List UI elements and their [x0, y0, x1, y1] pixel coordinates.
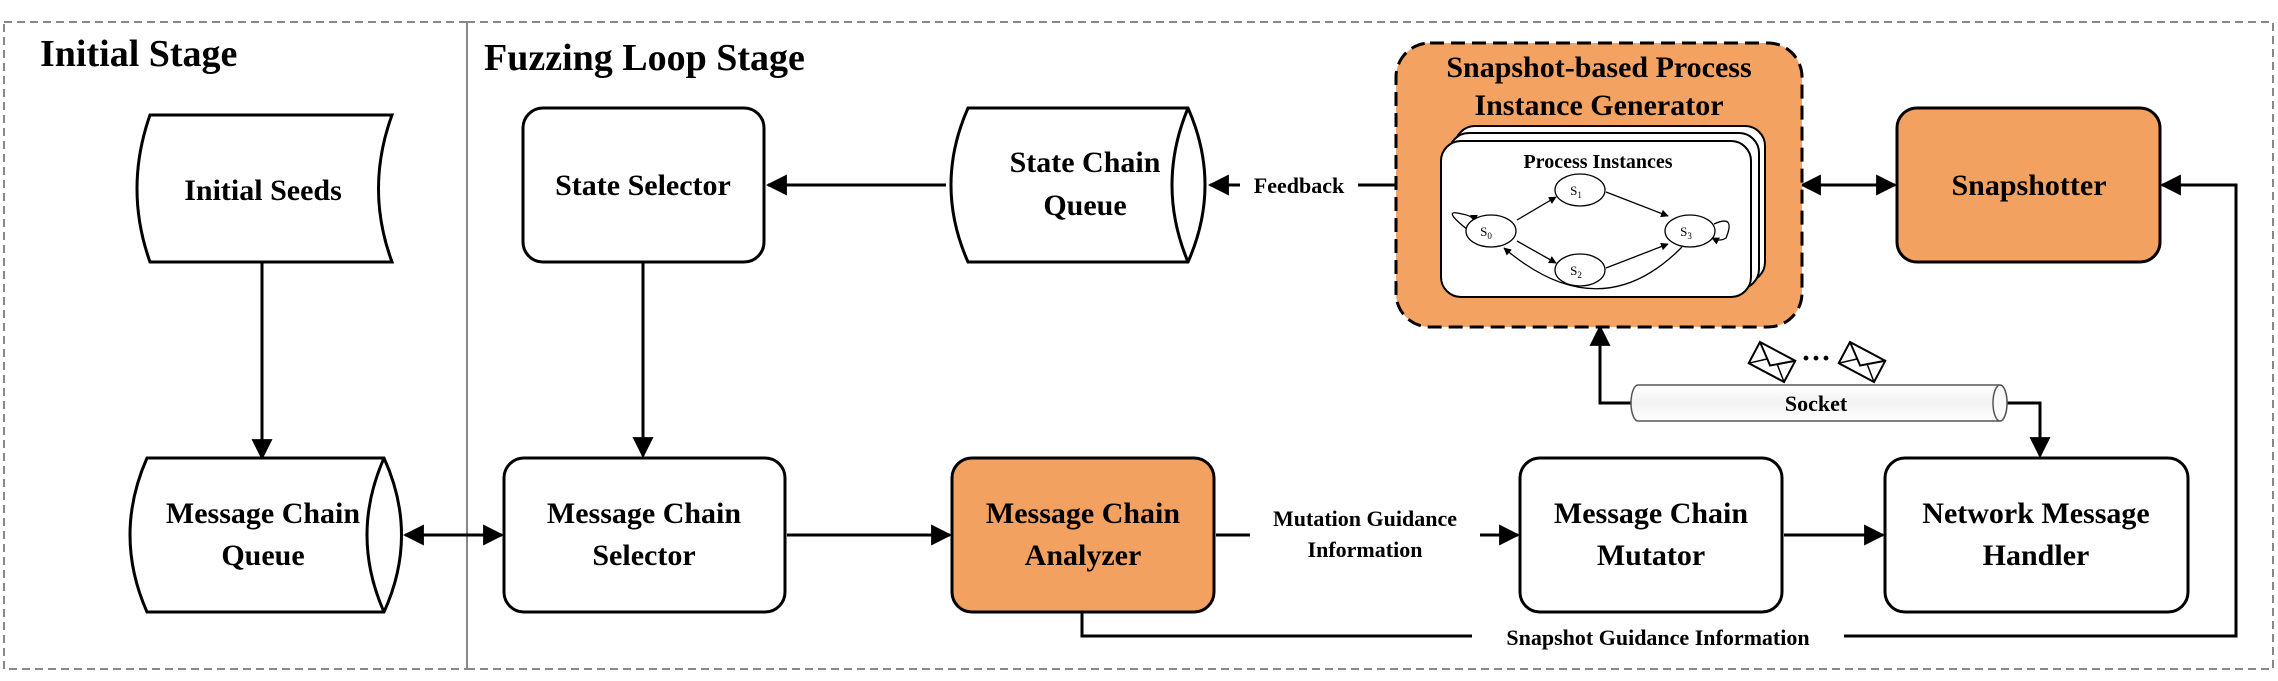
- fuzzing-stage-border: [466, 21, 2274, 670]
- mutation-guidance-label-2: Information: [1308, 537, 1423, 562]
- edge-analyzer-to-snapshotter: [1080, 174, 2238, 638]
- feedback-label-bg: [1240, 171, 1358, 199]
- feedback-label: Feedback: [1254, 173, 1345, 198]
- state-chain-queue-label-2: Queue: [1043, 189, 1126, 222]
- initial-seeds-label: Initial Seeds: [184, 174, 342, 207]
- message-chain-mutator-label-1: Message Chain: [1554, 497, 1748, 530]
- snapshotter-node: Snapshotter: [1895, 106, 2162, 264]
- envelope-ellipsis: ···: [1801, 342, 1831, 375]
- message-chain-selector-node: Message Chain Selector: [502, 456, 787, 614]
- message-chain-selector-label-1: Message Chain: [547, 497, 741, 530]
- message-chain-analyzer-label-2: Analyzer: [1025, 539, 1142, 572]
- socket-pipe: Socket: [1630, 384, 2008, 422]
- edge-socket-to-generator: [1589, 324, 1634, 405]
- mutation-guidance-label-1: Mutation Guidance: [1273, 506, 1457, 531]
- state-s0-label: S0: [1480, 224, 1492, 241]
- fuzzing-stage-title: Fuzzing Loop Stage: [484, 37, 805, 79]
- snapshotter-label: Snapshotter: [1951, 169, 2106, 202]
- socket-label: Socket: [1785, 391, 1848, 416]
- edge-socket-to-handler: [2004, 401, 2051, 459]
- state-s3: [1664, 214, 1716, 248]
- state-selector-node: State Selector: [521, 106, 766, 264]
- state-s1-label: S1: [1570, 183, 1582, 200]
- message-chain-analyzer-node: Message Chain Analyzer: [950, 456, 1216, 614]
- state-s3-label: S3: [1680, 224, 1692, 241]
- initial-seeds-node: Initial Seeds: [135, 113, 395, 264]
- process-instances-label: Process Instances: [1523, 151, 1672, 173]
- state-s2-label: S2: [1570, 263, 1582, 280]
- message-chain-mutator-label-2: Mutator: [1597, 539, 1705, 572]
- envelope-icon: [1837, 340, 1887, 384]
- envelope-icon: [1747, 340, 1797, 384]
- message-chain-queue-node: Message Chain Queue: [128, 456, 403, 614]
- state-selector-label: State Selector: [555, 169, 731, 202]
- message-chain-mutator-node: Message Chain Mutator: [1518, 456, 1784, 614]
- state-chain-queue-node: State Chain Queue: [949, 106, 1207, 264]
- message-chain-selector-label-2: Selector: [592, 539, 695, 572]
- snapshot-guidance-label: Snapshot Guidance Information: [1506, 625, 1809, 650]
- network-message-handler-label-2: Handler: [1983, 539, 2090, 572]
- generator-label-2: Instance Generator: [1474, 89, 1723, 122]
- state-chain-queue-label-1: State Chain: [1010, 146, 1161, 179]
- state-machine: S0 S1 S2 S3: [1451, 173, 1730, 290]
- message-chain-queue-label-2: Queue: [221, 539, 304, 572]
- instance-card-front: [1440, 140, 1752, 298]
- initial-stage-title: Initial Stage: [40, 33, 237, 75]
- state-s1: [1554, 173, 1606, 207]
- state-s0: [1465, 214, 1517, 248]
- message-chain-queue-label-1: Message Chain: [166, 497, 360, 530]
- network-message-handler-label-1: Network Message: [1922, 497, 2149, 530]
- process-instance-generator-node: Snapshot-based Process Instance Generato…: [1394, 41, 1804, 329]
- state-s2: [1554, 253, 1606, 287]
- message-chain-analyzer-label-1: Message Chain: [986, 497, 1180, 530]
- generator-label-1: Snapshot-based Process: [1446, 51, 1751, 84]
- network-message-handler-node: Network Message Handler: [1883, 456, 2190, 614]
- snapshot-guidance-label-bg: [1472, 622, 1844, 650]
- mutation-guidance-label-bg: [1250, 502, 1480, 568]
